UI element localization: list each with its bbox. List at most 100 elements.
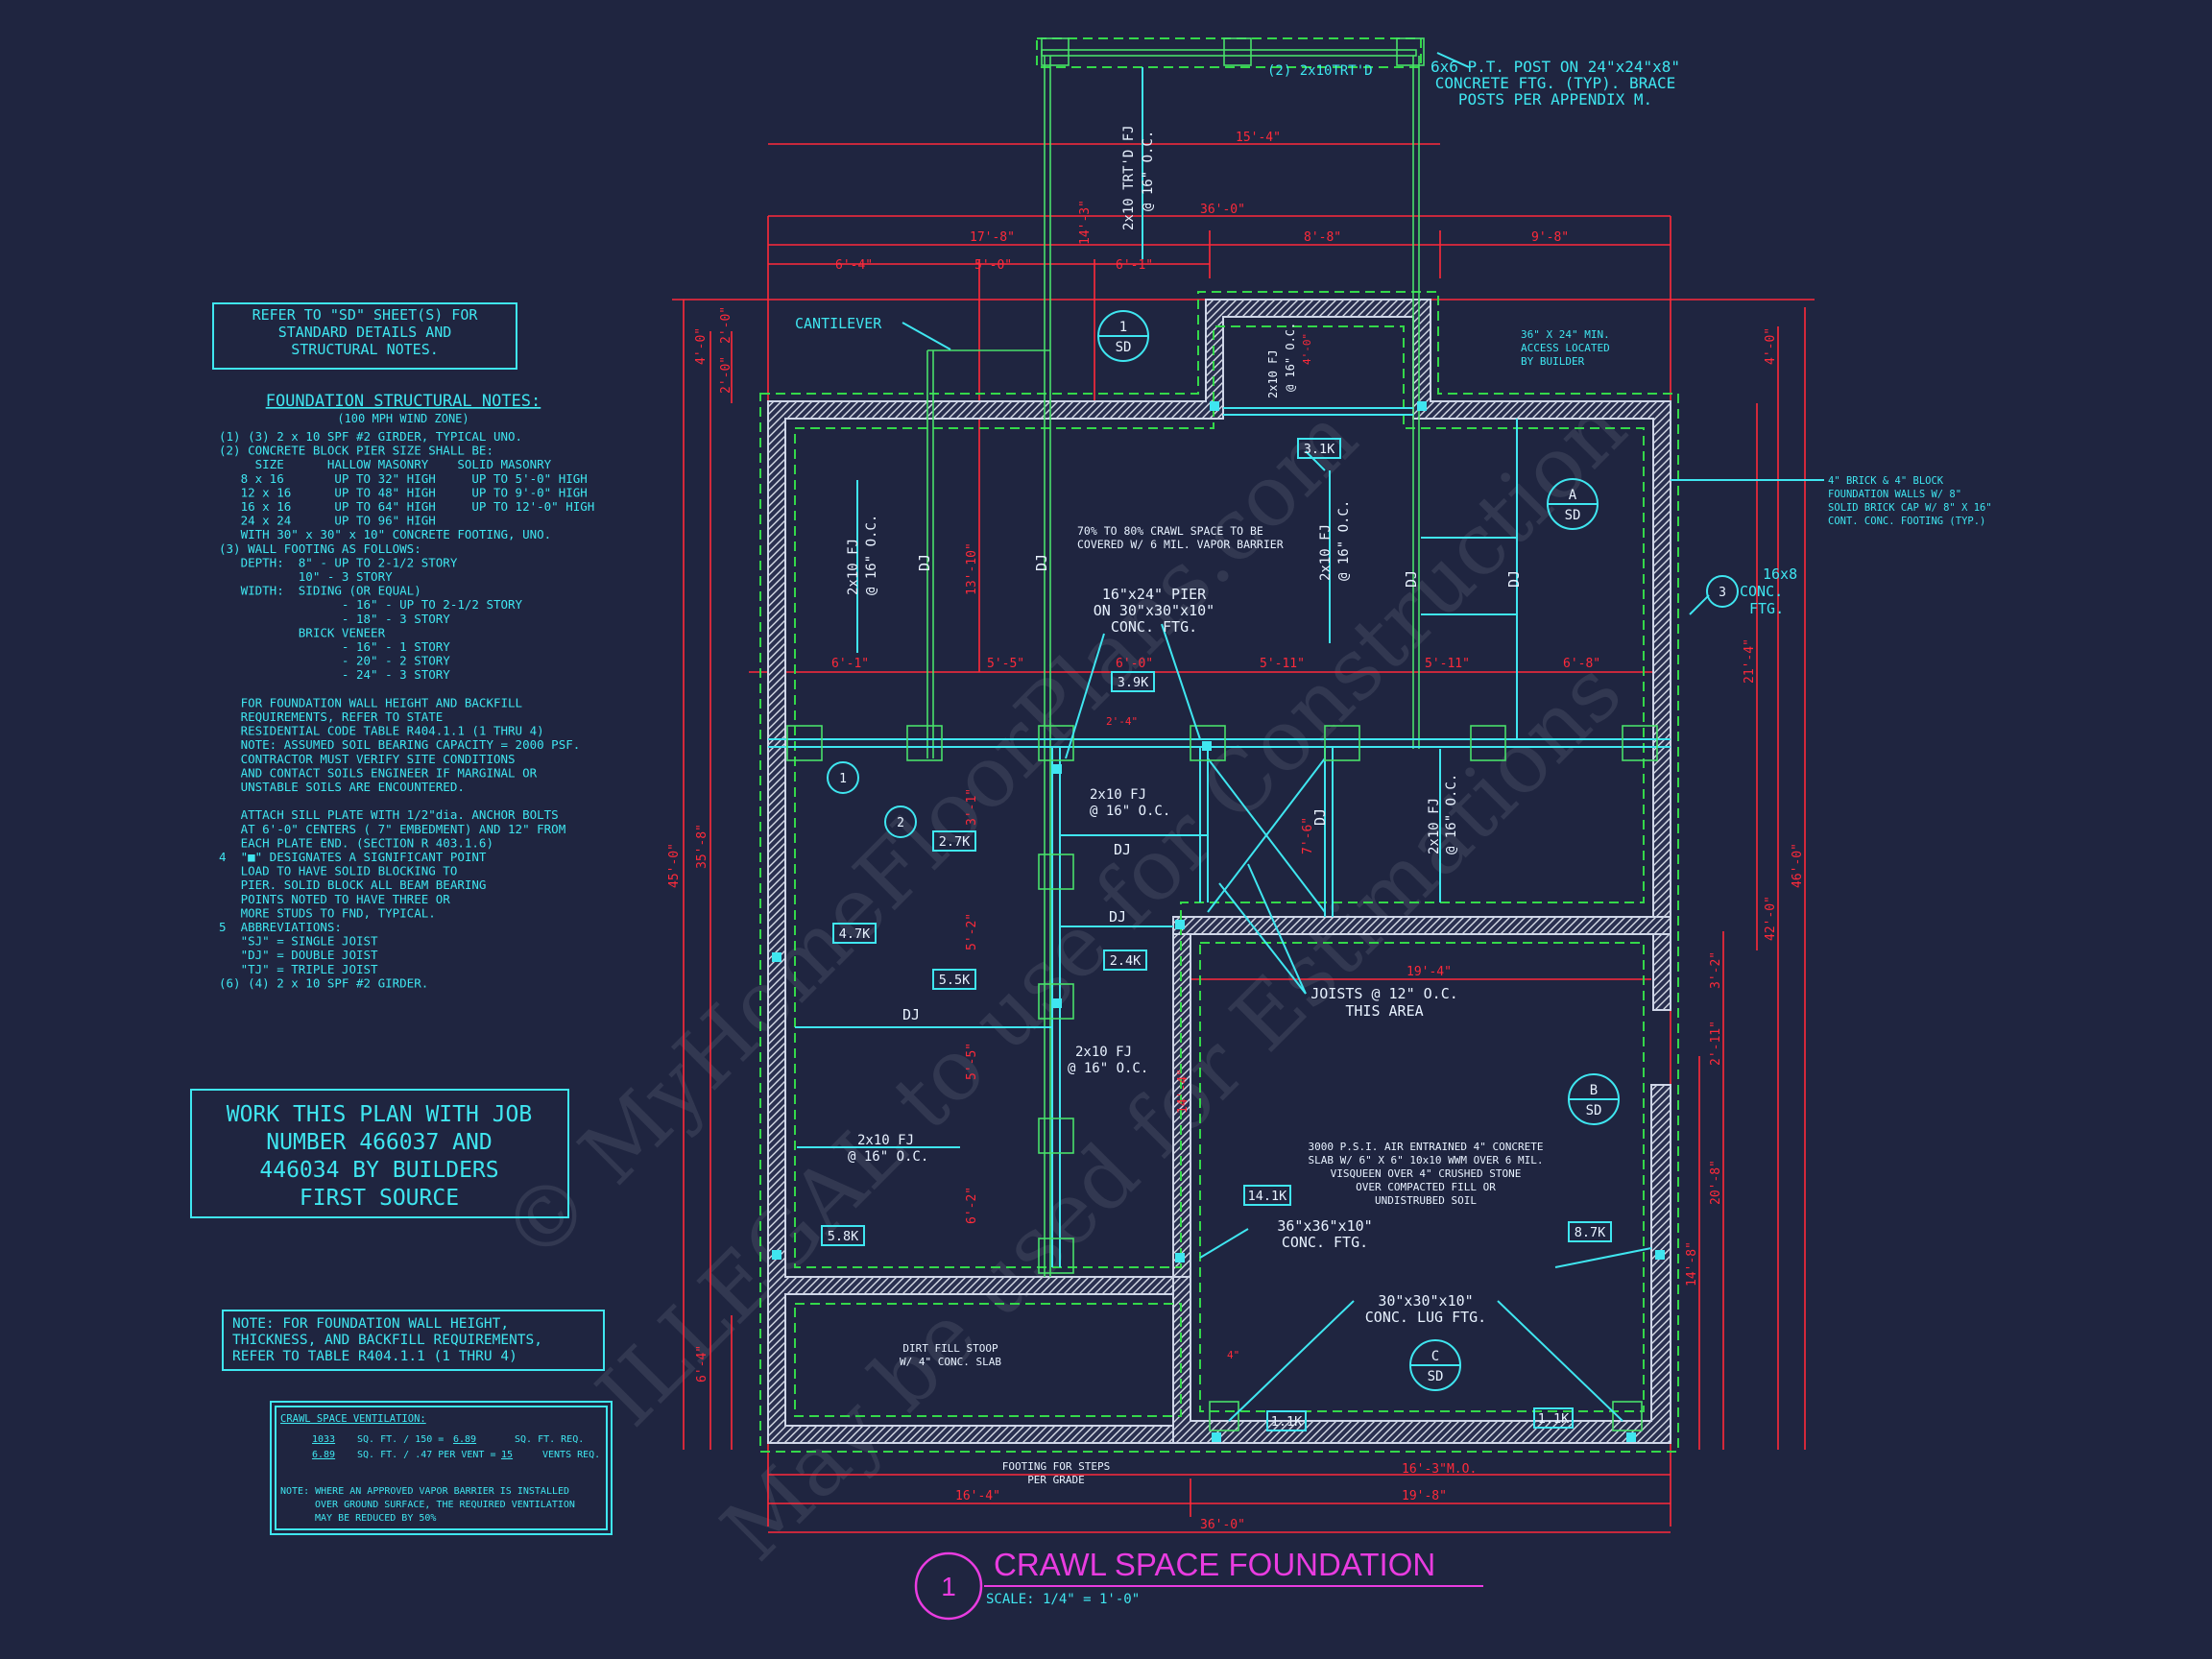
stoop-line-2: W/ 4" CONC. SLAB bbox=[900, 1356, 1001, 1368]
ftg36-line-1: 36"x36"x10" bbox=[1277, 1217, 1372, 1235]
section-c-bottom: SD bbox=[1428, 1369, 1444, 1384]
load-4.7k: 4.7K bbox=[839, 926, 871, 942]
notes-line: (6) (4) 2 x 10 SPF #2 GIRDER. bbox=[219, 975, 428, 990]
dim-right-20-8: 20'-8" bbox=[1709, 1160, 1723, 1205]
notes-line: 16 x 16 UP TO 64" HIGH UP TO 12'-0" HIGH bbox=[219, 499, 594, 514]
load-5.8k: 5.8K bbox=[828, 1229, 859, 1244]
brick-line-3: SOLID BRICK CAP W/ 8" X 16" bbox=[1828, 502, 1992, 514]
dim-mid-6-0: 6'-0" bbox=[1116, 657, 1153, 671]
notes-line: "DJ" = DOUBLE JOIST bbox=[219, 948, 378, 962]
fj-a-2: @ 16" O.C. bbox=[864, 515, 879, 595]
section-a-bottom: SD bbox=[1565, 508, 1581, 523]
notes-line: FOR FOUNDATION WALL HEIGHT AND BACKFILL bbox=[219, 695, 522, 709]
notes-heading: FOUNDATION STRUCTURAL NOTES: bbox=[266, 392, 541, 411]
notes-line: 12 x 16 UP TO 48" HIGH UP TO 9'-0" HIGH bbox=[219, 485, 588, 499]
note-marker-3-text: 3 bbox=[1719, 586, 1726, 600]
fj-e-1: 2x10 FJ bbox=[1090, 787, 1146, 803]
notes-line: POINTS NOTED TO HAVE THREE OR bbox=[219, 892, 450, 906]
load-1.1k-left: 1.1K bbox=[1271, 1414, 1303, 1430]
ftg-16x8-line-2: CONC. bbox=[1740, 583, 1783, 600]
dim-bottom-19-8: 19'-8" bbox=[1402, 1489, 1447, 1503]
access-line-3: BY BUILDER bbox=[1521, 355, 1585, 368]
vent-note-3: MAY BE REDUCED BY 50% bbox=[315, 1513, 436, 1524]
piers bbox=[786, 725, 1658, 1431]
fj-b-2: @ 16" O.C. bbox=[1336, 500, 1352, 581]
ftg-16x8-line-1: 16x8 bbox=[1763, 565, 1797, 583]
dim-top-6-1: 6'-1" bbox=[1116, 258, 1153, 273]
pier-line-3: CONC. FTG. bbox=[1111, 618, 1197, 636]
vent-r1-b: SQ. FT. / 150 = bbox=[357, 1434, 444, 1445]
dim-inner-5-2: 5'-2" bbox=[965, 913, 979, 950]
ventilation-box-inner bbox=[275, 1406, 608, 1530]
load-2.7k: 2.7K bbox=[939, 834, 971, 850]
section-c-top: C bbox=[1431, 1349, 1439, 1364]
brick-line-4: CONT. CONC. FOOTING (TYP.) bbox=[1828, 516, 1985, 527]
notes-line: MORE STUDS TO FND, TYPICAL. bbox=[219, 905, 436, 920]
joists-line-2: THIS AREA bbox=[1345, 1002, 1423, 1020]
section-1-top: 1 bbox=[1119, 320, 1127, 335]
fj-b-1: 2x10 FJ bbox=[1318, 524, 1334, 581]
dim-right-14-8: 14'-8" bbox=[1685, 1241, 1699, 1286]
notes-line: 4 "■" DESIGNATES A SIGNIFICANT POINT bbox=[219, 850, 487, 864]
dj-2: DJ bbox=[1033, 554, 1050, 571]
ftg36-line-2: CONC. FTG. bbox=[1282, 1234, 1368, 1251]
load-1.1k-right: 1.1K bbox=[1538, 1411, 1570, 1427]
note-marker-2 bbox=[884, 805, 917, 838]
notes-subheading: (100 MPH WIND ZONE) bbox=[337, 412, 469, 425]
note-line-2: THICKNESS, AND BACKFILL REQUIREMENTS, bbox=[232, 1333, 542, 1348]
notes-line: (2) CONCRETE BLOCK PIER SIZE SHALL BE: bbox=[219, 444, 493, 458]
steps-line-1: FOOTING FOR STEPS bbox=[1002, 1460, 1111, 1473]
dj-5: DJ bbox=[1311, 808, 1329, 826]
steps-line-2: PER GRADE bbox=[1027, 1474, 1085, 1486]
dim-bottom-16-3: 16'-3"M.O. bbox=[1402, 1462, 1477, 1477]
notes-line: 10" - 3 STORY bbox=[219, 569, 393, 584]
load-5.5k: 5.5K bbox=[939, 973, 971, 988]
dj-3: DJ bbox=[1403, 570, 1420, 588]
title-number: 1 bbox=[941, 1572, 956, 1601]
note-box bbox=[222, 1310, 605, 1371]
notes-line: CONTRACTOR MUST VERIFY SITE CONDITIONS bbox=[219, 752, 516, 766]
notes-line: BRICK VENEER bbox=[219, 625, 386, 639]
leader-lines bbox=[902, 322, 1824, 1422]
page-title: CRAWL SPACE FOUNDATION bbox=[994, 1547, 1435, 1582]
fj-d-2: @ 16" O.C. bbox=[1444, 774, 1459, 854]
brick-line-2: FOUNDATION WALLS W/ 8" bbox=[1828, 489, 1961, 500]
work-line-1: WORK THIS PLAN WITH JOB bbox=[227, 1102, 533, 1127]
post-line-2: CONCRETE FTG. (TYP). BRACE bbox=[1435, 74, 1675, 92]
dim-inner-3-1: 3'-1" bbox=[965, 788, 979, 826]
access-line-1: 36" X 24" MIN. bbox=[1521, 328, 1610, 341]
dim-inner-6-2: 6'-2" bbox=[965, 1187, 979, 1224]
dim-left-35-8: 35'-8" bbox=[695, 824, 709, 869]
dim-inner-7-6: 7'-6" bbox=[1301, 817, 1315, 854]
load-labels: 3.1K 3.9K 2.7K 4.7K 5.5K 2.4K 14.1K 5.8K… bbox=[821, 438, 1612, 1431]
dim-right-42-0: 42'-0" bbox=[1764, 896, 1778, 941]
trtd-fj-1: 2x10 TRT'D FJ bbox=[1121, 125, 1137, 230]
slab-line-4: OVER COMPACTED FILL OR bbox=[1356, 1181, 1496, 1193]
dim-mid-5-11a: 5'-11" bbox=[1260, 657, 1305, 671]
vent-r1-c: 6.89 bbox=[453, 1434, 476, 1445]
load-2.4k: 2.4K bbox=[1110, 953, 1142, 969]
dim-inner-4in: 4" bbox=[1227, 1349, 1239, 1361]
note-marker-1-text: 1 bbox=[839, 772, 847, 786]
joist-arrows bbox=[797, 67, 1441, 1148]
dim-bottom-16-4: 16'-4" bbox=[955, 1489, 1000, 1503]
vent-r2-d: VENTS REQ. bbox=[542, 1450, 600, 1460]
cantilever-label: CANTILEVER bbox=[795, 315, 882, 332]
post-line-3: POSTS PER APPENDIX M. bbox=[1458, 90, 1652, 108]
fj-f-1: 2x10 FJ bbox=[1075, 1045, 1132, 1060]
dim-top-14-3: 14'-3" bbox=[1078, 200, 1093, 245]
slab-line-1: 3000 P.S.I. AIR ENTRAINED 4" CONCRETE bbox=[1308, 1141, 1543, 1153]
note-line-1: NOTE: FOR FOUNDATION WALL HEIGHT, bbox=[232, 1316, 509, 1332]
joists-line-1: JOISTS @ 12" O.C. bbox=[1310, 985, 1458, 1002]
dim-top-17-8: 17'-8" bbox=[970, 230, 1015, 245]
load-3.1k: 3.1K bbox=[1304, 442, 1335, 457]
deck-framing bbox=[926, 37, 1470, 1277]
work-line-3: 446034 BY BUILDERS bbox=[259, 1158, 498, 1183]
dj-6: DJ bbox=[1114, 841, 1131, 858]
notes-line: - 16" - 1 STORY bbox=[219, 639, 450, 654]
notes-lines: (1) (3) 2 x 10 SPF #2 GIRDER, TYPICAL UN… bbox=[219, 429, 594, 990]
notes-line: WIDTH: SIDING (OR EQUAL) bbox=[219, 584, 421, 598]
dim-top-5-0: 5'-0" bbox=[974, 258, 1012, 273]
plan-callouts: (2) 2x10TRT'D 6x6 P.T. POST ON 24"x24"x8… bbox=[795, 58, 1992, 1486]
